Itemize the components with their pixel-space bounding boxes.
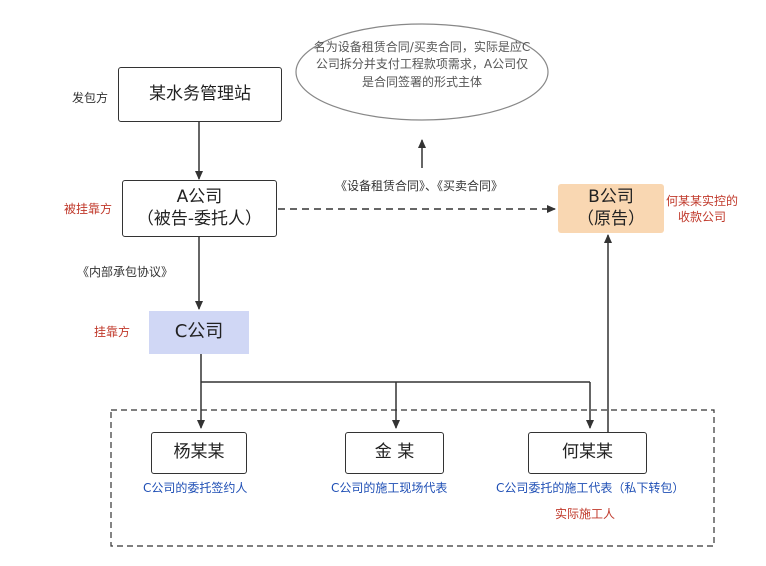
note-text: 名为设备租赁合同/买卖合同，实际是应C 公司拆分并支付工程款项需求，A公司仅 是… (300, 39, 544, 91)
label-he-role: C公司委托的施工代表（私下转包） (496, 481, 685, 495)
node-company-b-line2: （原告） (577, 208, 645, 229)
node-company-a[interactable]: A公司 （被告-委托人） (122, 180, 277, 237)
node-company-b[interactable]: B公司 （原告） (558, 184, 664, 233)
node-company-a-line2: （被告-委托人） (136, 208, 263, 229)
node-company-c[interactable]: C公司 (149, 311, 249, 354)
node-company-c-label: C公司 (174, 321, 224, 343)
node-company-a-line1: A公司 (176, 187, 223, 208)
label-contractor: 发包方 (72, 91, 109, 105)
node-jin[interactable]: 金 某 (345, 432, 444, 474)
label-affiliated: 被挂靠方 (64, 202, 113, 216)
node-yang[interactable]: 杨某某 (151, 432, 247, 474)
note-ellipse (295, 23, 549, 121)
note-line-2: 公司拆分并支付工程款项需求，A公司仅 (315, 57, 529, 72)
node-yang-label: 杨某某 (173, 442, 225, 463)
label-actual-builder: 实际施工人 (555, 507, 616, 521)
label-jin-role: C公司的施工现场代表 (331, 481, 448, 495)
label-b-control: 何某某实控的 收款公司 (666, 194, 738, 225)
workers-group-frame (110, 409, 715, 547)
label-lease-contract: 《设备租赁合同》、《买卖合同》 (335, 179, 504, 193)
label-affiliating: 挂靠方 (94, 325, 131, 339)
note-line-3: 是合同签署的形式主体 (361, 74, 482, 89)
node-company-b-line1: B公司 (588, 187, 634, 208)
label-b-control-line2: 收款公司 (678, 209, 727, 224)
node-water-station[interactable]: 某水务管理站 (118, 67, 282, 122)
node-he-label: 何某某 (562, 442, 613, 463)
label-b-control-line1: 何某某实控的 (666, 194, 739, 208)
label-yang-role: C公司的委托签约人 (143, 481, 248, 495)
node-jin-label: 金 某 (374, 442, 415, 463)
node-water-station-label: 某水务管理站 (149, 83, 251, 104)
node-he[interactable]: 何某某 (528, 432, 647, 474)
note-line-1: 名为设备租赁合同/买卖合同，实际是应C (313, 40, 531, 54)
label-internal-contract: 《内部承包协议》 (77, 265, 174, 279)
